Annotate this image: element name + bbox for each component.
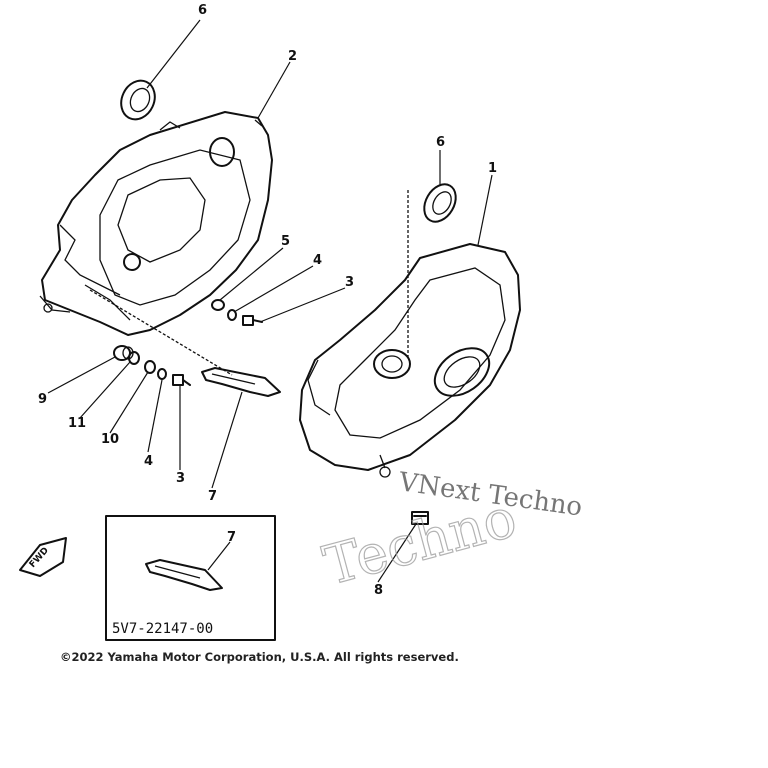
- leader-lines: [47, 19, 493, 583]
- bolt-3b: [172, 374, 191, 386]
- callout-2: 2: [288, 49, 297, 64]
- callout-10: 10: [101, 432, 119, 447]
- bracket-7: [201, 367, 281, 397]
- callout-6-right: 6: [436, 135, 445, 150]
- inset-box: 7 5V7-22147-00: [105, 515, 276, 641]
- washer-11: [128, 351, 140, 365]
- watermark: VNext Techno Techno: [316, 467, 584, 598]
- callout-3-upper: 3: [345, 275, 354, 290]
- callout-4-lower: 4: [144, 454, 153, 469]
- crankcase-cover-left: [39, 111, 273, 336]
- inset-callout-7: 7: [227, 530, 236, 545]
- callout-3-lower: 3: [176, 471, 185, 486]
- copyright-notice: ©2022 Yamaha Motor Corporation, U.S.A. A…: [60, 650, 459, 664]
- washer-5: [211, 299, 225, 311]
- callout-6-upper: 6: [198, 3, 207, 18]
- callout-8: 8: [374, 583, 383, 598]
- bolt-3a: [242, 315, 263, 326]
- lock-washer-4b: [157, 368, 167, 380]
- callout-9: 9: [38, 392, 47, 407]
- watermark-line-2: Techno: [317, 486, 523, 598]
- inset-part-number: 5V7-22147-00: [112, 621, 213, 637]
- inset-bracket-7: [145, 559, 223, 591]
- lock-washer-4a: [227, 309, 237, 321]
- oil-seal-upper-left: [120, 79, 156, 121]
- callout-5: 5: [281, 234, 290, 249]
- fwd-arrow-label: FWD: [28, 546, 51, 570]
- callout-4-upper: 4: [313, 253, 322, 268]
- crankcase-cover-right: [299, 243, 521, 478]
- callout-7: 7: [208, 489, 217, 504]
- oil-seal-right: [423, 183, 457, 223]
- callout-labels: 6 2 6 1 5 4 3 9 11 10 4 3 7 8: [38, 3, 497, 598]
- callout-11: 11: [68, 416, 86, 431]
- plug-8: [411, 511, 429, 525]
- fwd-arrow: FWD: [19, 537, 67, 577]
- washer-10: [144, 360, 156, 374]
- callout-1: 1: [488, 161, 497, 176]
- assembly-lines: [89, 190, 409, 376]
